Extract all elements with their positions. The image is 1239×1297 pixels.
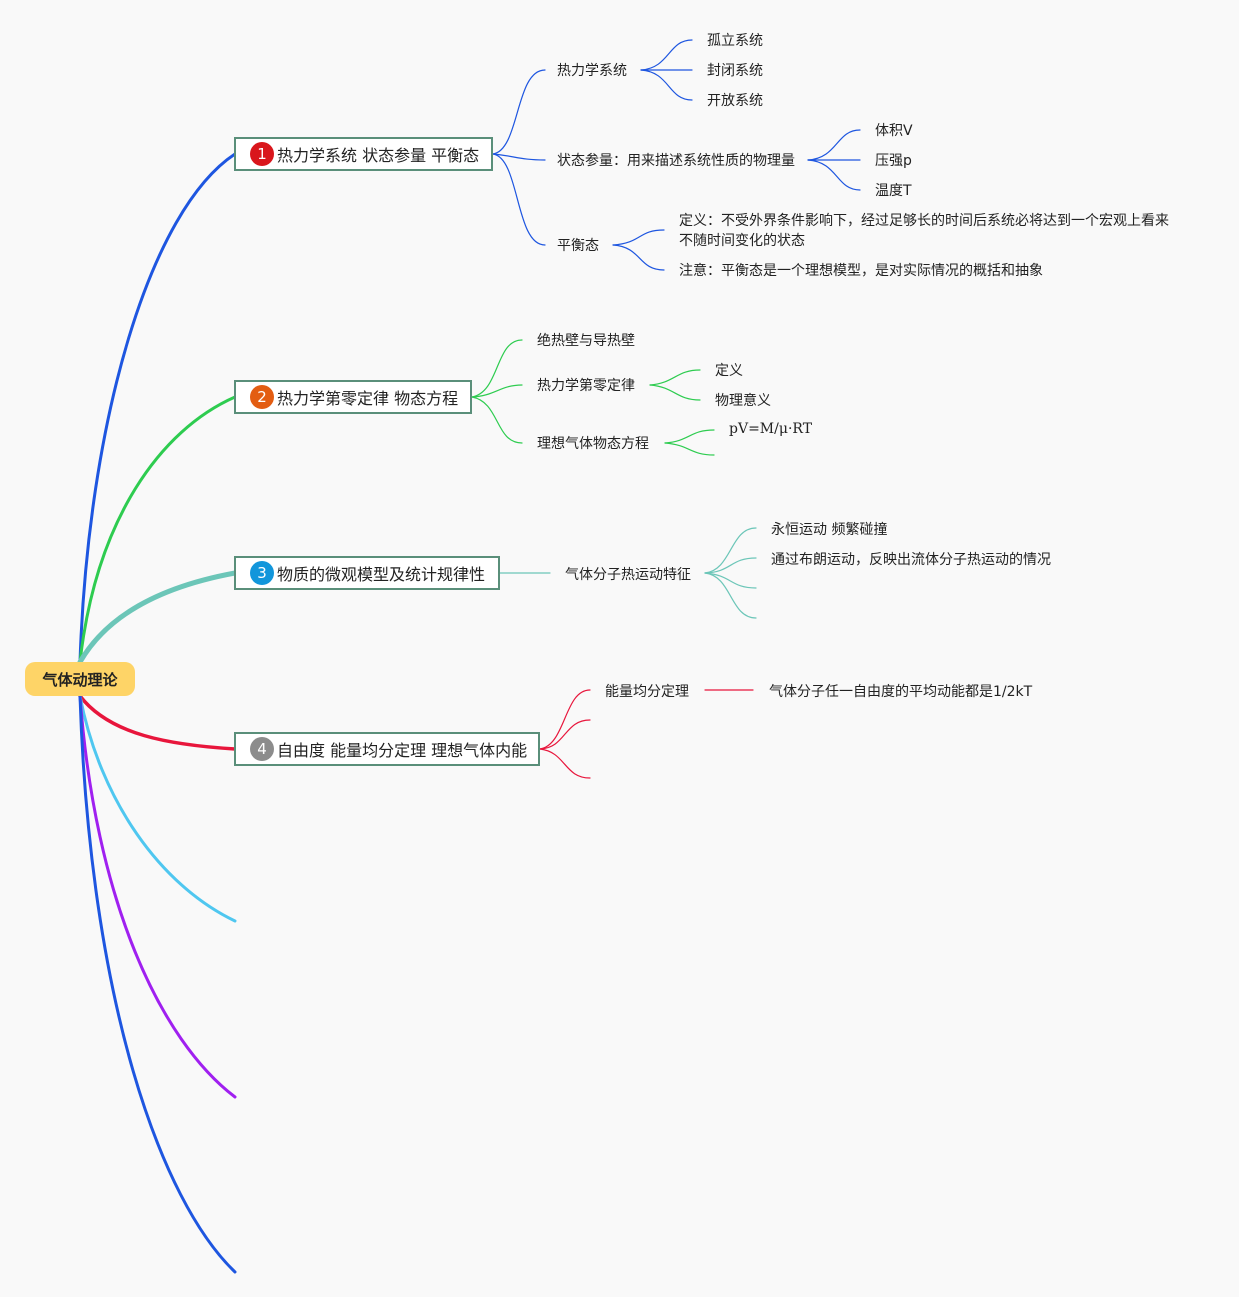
leaf-closed-system[interactable]: 封闭系统 (707, 63, 763, 79)
topic-4[interactable]: 4 自由度 能量均分定理 理想气体内能 (234, 732, 540, 766)
root-node[interactable]: 气体动理论 (25, 662, 135, 696)
leaf-equation[interactable]: pV=M/μ·RT (729, 421, 813, 437)
leaf-equilibrium-note[interactable]: 注意：平衡态是一个理想模型，是对实际情况的概括和抽象 (679, 263, 1043, 279)
topic-3[interactable]: 3 物质的微观模型及统计规律性 (234, 556, 500, 590)
leaf-temperature[interactable]: 温度T (875, 183, 912, 199)
leaf-volume[interactable]: 体积V (875, 123, 913, 139)
leaf-definition[interactable]: 定义 (715, 363, 743, 379)
leaf-pressure[interactable]: 压强p (875, 153, 912, 169)
topic-1[interactable]: 1 热力学系统 状态参量 平衡态 (234, 137, 493, 171)
subtopic-adiabatic-wall[interactable]: 绝热壁与导热壁 (537, 333, 635, 349)
leaf-open-system[interactable]: 开放系统 (707, 93, 763, 109)
subtopic-thermo-system[interactable]: 热力学系统 (557, 63, 627, 79)
subtopic-ideal-gas-equation[interactable]: 理想气体物态方程 (537, 436, 649, 452)
branch-connector-4 (78, 694, 237, 751)
branch-connector-1 (78, 152, 237, 664)
number-badge-icon: 1 (250, 142, 274, 166)
topic-2[interactable]: 2 热力学第零定律 物态方程 (234, 380, 472, 414)
subtopic-molecular-motion[interactable]: 气体分子热运动特征 (565, 567, 691, 583)
branch-connector-6 (78, 694, 237, 1099)
subtopic-equipartition[interactable]: 能量均分定理 (605, 684, 689, 700)
leaf-brownian-motion[interactable]: 通过布朗运动，反映出流体分子热运动的情况 (771, 552, 1051, 568)
topic-label: 物质的微观模型及统计规律性 (277, 565, 486, 584)
leaf-eternal-motion[interactable]: 永恒运动 频繁碰撞 (771, 522, 888, 538)
branch-connector-5 (78, 694, 237, 923)
leaf-physical-meaning[interactable]: 物理意义 (715, 393, 771, 409)
number-badge-icon: 4 (250, 737, 274, 761)
subtopic-zeroth-law[interactable]: 热力学第零定律 (537, 378, 635, 394)
subtopic-equilibrium[interactable]: 平衡态 (557, 238, 599, 254)
topic-label: 热力学系统 状态参量 平衡态 (277, 146, 480, 165)
branch-connector-2 (78, 395, 237, 664)
topic-label: 热力学第零定律 物态方程 (277, 389, 459, 408)
branch-connector-7 (78, 694, 237, 1274)
branch-connector-3 (77, 570, 238, 665)
leaf-isolated-system[interactable]: 孤立系统 (707, 33, 763, 49)
topic-label: 自由度 能量均分定理 理想气体内能 (277, 741, 528, 760)
leaf-equilibrium-definition[interactable]: 定义：不受外界条件影响下，经过足够长的时间后系统必将达到一个宏观上看来不随时间变… (679, 213, 1169, 249)
root-label: 气体动理论 (42, 670, 118, 689)
leaf-average-kinetic-energy[interactable]: 气体分子任一自由度的平均动能都是1/2kT (769, 684, 1033, 700)
number-badge-icon: 3 (250, 561, 274, 585)
subtopic-state-parameters[interactable]: 状态参量：用来描述系统性质的物理量 (557, 153, 795, 169)
number-badge-icon: 2 (250, 385, 274, 409)
